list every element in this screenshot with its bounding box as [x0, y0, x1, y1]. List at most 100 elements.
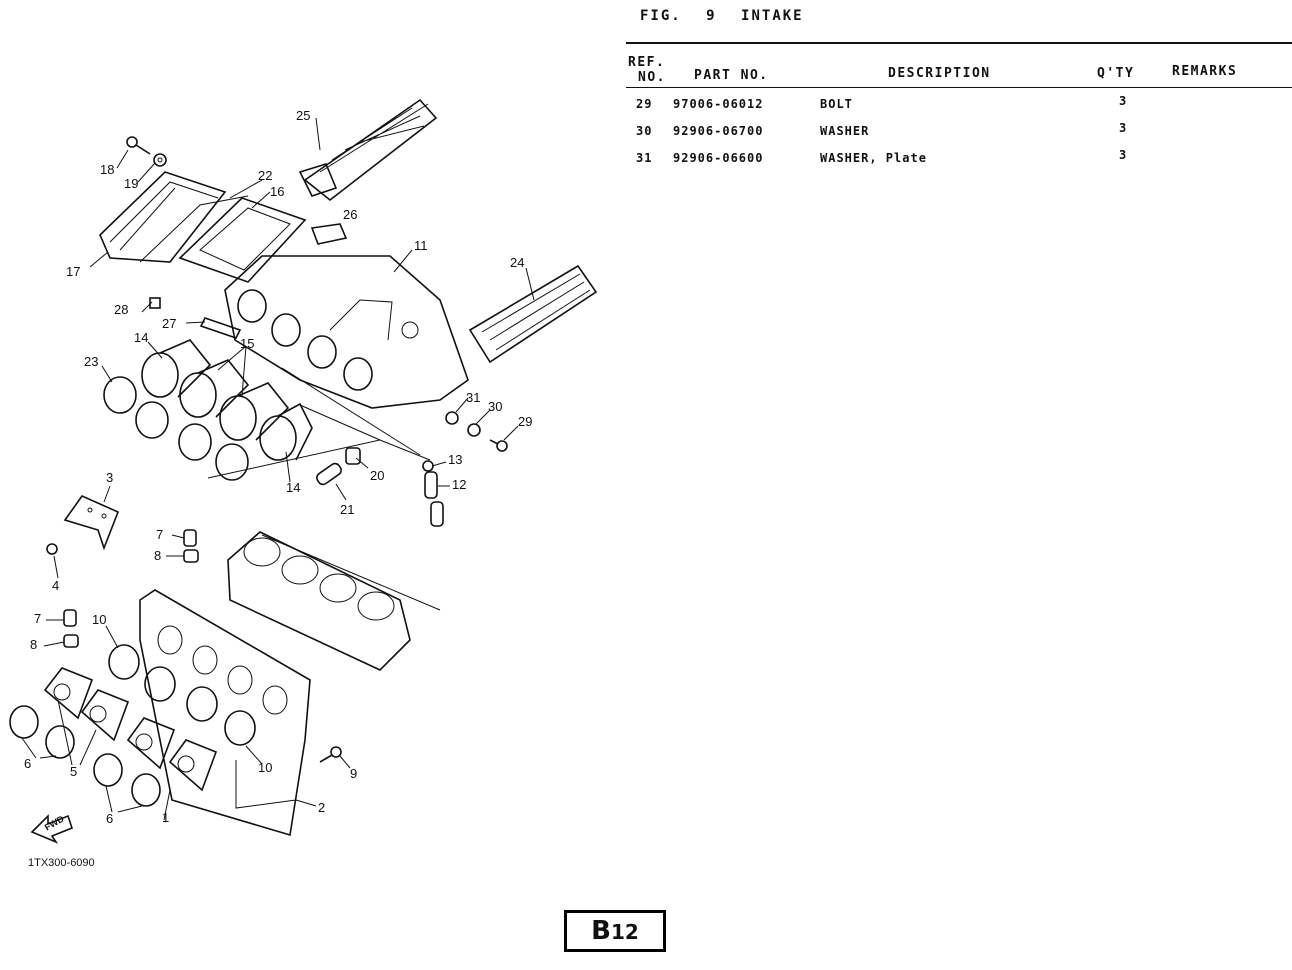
- filter-cover-17: [99, 171, 227, 263]
- air-duct-25: [298, 98, 438, 202]
- o-ring-6d: [131, 773, 161, 807]
- header-qty: Q'TY: [1097, 66, 1135, 81]
- callout: 23: [84, 354, 99, 369]
- filter-element-16: [178, 197, 307, 283]
- callout: 1: [162, 810, 170, 825]
- callout: 10: [258, 760, 273, 775]
- callout: 13: [448, 452, 463, 467]
- hose-12: [424, 471, 438, 499]
- air-filter-case-11: [224, 255, 469, 409]
- dowel-7b: [63, 609, 77, 627]
- callout: 7: [156, 527, 164, 542]
- callout: 11: [414, 238, 428, 253]
- callout: 9: [350, 766, 358, 781]
- figure-title: INTAKE: [741, 8, 804, 24]
- callout: 29: [518, 414, 533, 429]
- callout: 21: [340, 502, 355, 517]
- callout: 27: [162, 316, 177, 331]
- callout: 16: [270, 184, 285, 199]
- table-top-rule: [626, 42, 1292, 44]
- page-badge: B12: [564, 910, 666, 952]
- clip-13: [422, 460, 434, 472]
- collar-8a: [183, 549, 199, 563]
- callout: 20: [370, 468, 385, 483]
- callout: 24: [510, 255, 525, 270]
- row-qty: 3: [1119, 148, 1128, 162]
- header-remarks: REMARKS: [1172, 64, 1238, 79]
- air-duct-24: [468, 264, 598, 364]
- callout: 12: [452, 477, 467, 492]
- washer-19: [153, 153, 167, 167]
- clamp-10b: [144, 666, 176, 702]
- callout: 18: [100, 162, 115, 177]
- callout: 30: [488, 399, 503, 414]
- callout: 3: [106, 470, 114, 485]
- row-description: BOLT: [820, 97, 853, 111]
- collar-8b: [63, 634, 79, 648]
- bracket-3: [63, 495, 120, 551]
- page-badge-letter: B: [591, 916, 611, 946]
- dowel-7a: [183, 529, 197, 547]
- figure-number: 9: [706, 8, 717, 24]
- callout: 26: [343, 207, 358, 222]
- carburetor-joints-5: [43, 667, 218, 792]
- row-ref: 31: [636, 151, 653, 165]
- assembly-outline: [207, 404, 431, 479]
- callout: 28: [114, 302, 129, 317]
- carburetor-joints: [141, 339, 313, 461]
- callout: 22: [258, 168, 273, 183]
- figure-heading: FIG. 9 INTAKE: [640, 8, 804, 24]
- callout: 10: [92, 612, 107, 627]
- header-part-no: PART NO.: [694, 68, 769, 83]
- clip-26: [310, 223, 348, 245]
- bolt-4: [46, 543, 58, 555]
- intake-plate-2: [139, 589, 311, 837]
- washer-30: [467, 423, 481, 437]
- carburetor-silhouette: [227, 531, 441, 671]
- leader-lines: [21, 117, 535, 821]
- header-description: DESCRIPTION: [888, 66, 991, 81]
- table-row: 30 92906-06700 WASHER 3: [0, 121, 1292, 140]
- clamps-23: [103, 376, 249, 481]
- callout: 31: [466, 390, 481, 405]
- part-27: [199, 317, 242, 339]
- table-header-rule: [626, 87, 1292, 88]
- callout: 15: [240, 336, 255, 351]
- callout: 6: [106, 811, 114, 826]
- row-part-no: 92906-06600: [673, 151, 764, 165]
- callout: 7: [34, 611, 42, 626]
- page-badge-number: 12: [610, 920, 639, 944]
- header-ref-line1: REF.: [628, 55, 666, 70]
- row-description: WASHER, Plate: [820, 151, 927, 165]
- header-ref-line2: NO.: [638, 70, 666, 85]
- o-ring-6a: [9, 705, 39, 739]
- fwd-arrow-icon: [30, 814, 73, 844]
- clamp-10d: [224, 710, 256, 746]
- callout: 14: [134, 330, 149, 345]
- hose-12b: [430, 501, 444, 527]
- callout: 8: [30, 637, 38, 652]
- callout: 4: [52, 578, 60, 593]
- o-ring-6b: [45, 725, 75, 759]
- bolt-21: [316, 462, 342, 486]
- o-ring-6c: [93, 753, 123, 787]
- header-ref-no: REF. NO.: [628, 55, 666, 85]
- screw-18: [126, 136, 151, 155]
- row-ref: 29: [636, 97, 653, 111]
- bolt-29: [489, 439, 508, 452]
- callout: 6: [24, 756, 32, 771]
- row-part-no: 97006-06012: [673, 97, 764, 111]
- callout: 2: [318, 800, 326, 815]
- bolt-9: [319, 746, 342, 763]
- row-description: WASHER: [820, 124, 870, 138]
- table-row: 31 92906-06600 WASHER, Plate 3: [0, 148, 1292, 167]
- washer-plate-31: [445, 411, 459, 425]
- callout: 14: [286, 480, 301, 495]
- table-row: 29 97006-06012 BOLT 3: [0, 94, 1292, 113]
- exploded-diagram: [9, 98, 598, 844]
- callout: 5: [70, 764, 78, 779]
- callout: 8: [154, 548, 162, 563]
- row-qty: 3: [1119, 94, 1128, 108]
- callout: 19: [124, 176, 139, 191]
- row-part-no: 92906-06700: [673, 124, 764, 138]
